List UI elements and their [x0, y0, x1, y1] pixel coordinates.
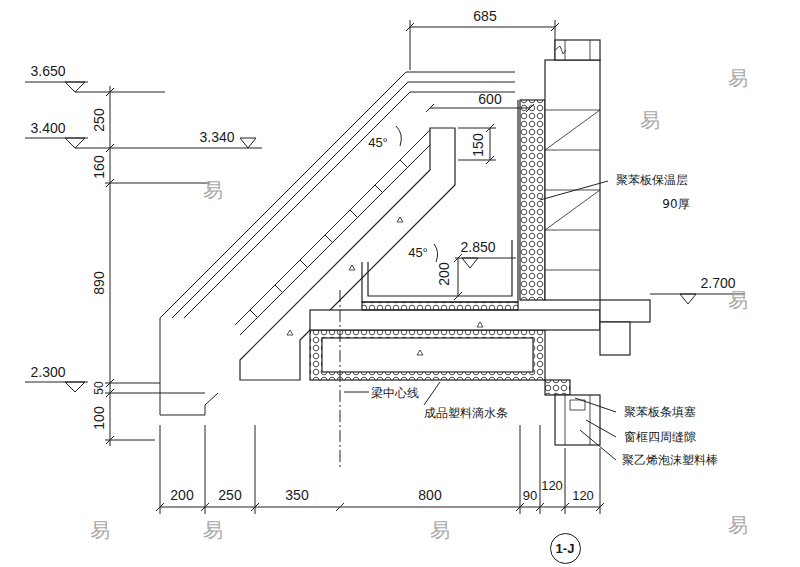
elevation-text: 3.340 [199, 130, 234, 144]
elevation-text: 2.700 [700, 276, 735, 290]
watermark: 易 [203, 180, 223, 200]
centerline-and-leaders-part [575, 398, 616, 412]
dimension-lines-part [490, 128, 491, 160]
dimension-lines-part [396, 126, 401, 146]
concrete-structure-part [287, 217, 483, 355]
note-text: 窗框四周缝隙 [624, 431, 696, 443]
roof-slope-part [160, 318, 218, 415]
dimension-lines-part [410, 27, 555, 28]
concrete-structure-part [310, 330, 545, 380]
dimension-text: 50 [93, 381, 105, 394]
dimension-text: 800 [418, 488, 441, 502]
note-text: 成品塑料滴水条 [424, 407, 508, 419]
dimension-lines-part [434, 244, 438, 262]
elevation-text: 2.850 [460, 240, 495, 254]
centerline-and-leaders-part [344, 392, 369, 393]
centerline-and-leaders-part [580, 430, 616, 460]
watermark: 易 [430, 520, 450, 540]
dimension-lines-part [406, 23, 559, 31]
concrete-structure-part [362, 100, 518, 302]
dimension-lines-part [462, 258, 478, 268]
dimension-text: 200 [437, 262, 451, 285]
concrete-structure-part [362, 302, 518, 310]
concrete-structure-part [545, 110, 600, 270]
dimension-text: 200 [170, 488, 193, 502]
dimension-text: 350 [285, 488, 308, 502]
dimension-lines-part [458, 258, 459, 296]
dimension-text: 120 [572, 489, 594, 502]
watermark: 易 [728, 290, 748, 310]
dimension-text: 150 [471, 133, 485, 156]
detail-index-text: 1-J [556, 542, 575, 555]
dimension-lines-part [106, 88, 114, 444]
concrete-structure-part [545, 60, 600, 300]
elevation-text: 3.650 [30, 64, 65, 78]
concrete-structure-part [545, 380, 570, 395]
note-text: 聚苯板条填塞 [624, 406, 696, 418]
elevation-text: 3.400 [30, 121, 65, 135]
dimension-text: 685 [473, 9, 496, 23]
dimension-lines-part [105, 440, 155, 441]
note-text: 梁中心线 [371, 387, 419, 399]
concrete-structure [240, 40, 650, 445]
note-text: 90厚 [662, 198, 689, 210]
concrete-structure-part [555, 395, 600, 445]
centerline-and-leaders-part [340, 290, 341, 470]
dimension-text: 120 [541, 479, 563, 492]
dimension-text: 100 [92, 406, 106, 429]
dimension-text: 90 [523, 489, 537, 502]
dimension-text: 160 [92, 155, 106, 178]
concrete-structure-part [555, 40, 600, 60]
watermark: 易 [728, 68, 748, 88]
watermark: 易 [728, 515, 748, 535]
dimension-text: 250 [218, 488, 241, 502]
watermark: 易 [640, 110, 660, 130]
dimension-lines-part [458, 128, 496, 160]
detail-index-circle: 1-J [550, 533, 581, 564]
dimension-lines-part [75, 148, 262, 149]
concrete-structure-part [322, 338, 533, 372]
angle-text: 45° [368, 136, 388, 149]
concrete-structure-part [368, 240, 512, 296]
dimension-lines-part [410, 20, 555, 70]
concrete-structure-part [310, 310, 600, 330]
dimension-lines-part [65, 82, 85, 92]
elevation-text: 2.300 [30, 365, 65, 379]
dimension-lines [25, 20, 745, 514]
centerline-and-leaders-part [540, 181, 608, 200]
angle-text: 45° [408, 246, 428, 259]
dimension-lines-part [454, 254, 462, 300]
centerline-and-leaders-part [586, 420, 616, 437]
centerline-and-leaders [340, 181, 616, 470]
dimension-lines-part [240, 138, 256, 148]
watermark: 易 [203, 520, 223, 540]
note-text: 聚乙烯泡沫塑料棒 [622, 454, 718, 466]
dimension-lines-part [160, 425, 600, 514]
dimension-lines-part [105, 393, 205, 394]
watermark: 易 [90, 520, 110, 540]
dimension-lines-part [486, 124, 494, 164]
dimension-text: 890 [92, 271, 106, 294]
centerline-and-leaders-part [424, 382, 440, 405]
dimension-lines-part [156, 503, 604, 511]
concrete-structure-part [600, 300, 650, 322]
note-text: 聚苯板保温层 [616, 174, 688, 186]
dimension-lines-part [430, 108, 530, 109]
dimension-lines-part [105, 183, 210, 184]
dimension-text: 250 [92, 108, 106, 131]
dimension-lines-part [65, 382, 85, 392]
concrete-structure-part [600, 322, 630, 355]
dimension-lines-part [105, 383, 160, 384]
dimension-lines-part [75, 92, 165, 93]
dimension-lines-part [160, 507, 600, 508]
concrete-structure-part [555, 40, 590, 60]
dimension-text: 600 [478, 92, 501, 106]
dimension-lines-part [65, 138, 85, 148]
dimension-lines-part [680, 294, 696, 304]
